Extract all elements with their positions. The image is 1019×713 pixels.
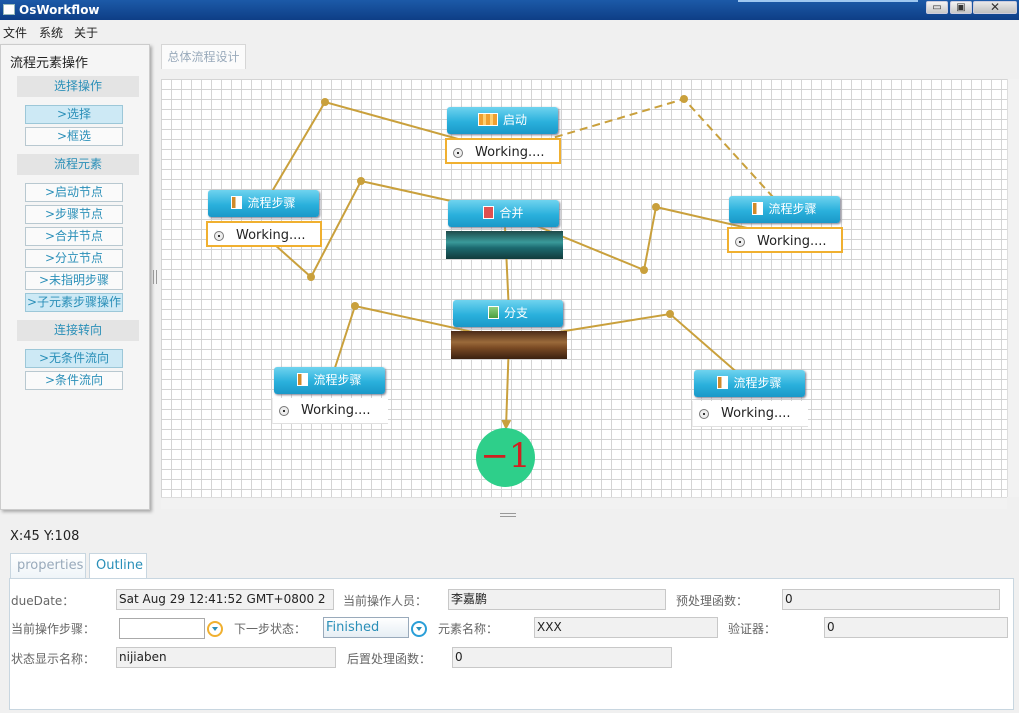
- step-node-left-status[interactable]: Working....: [206, 221, 322, 247]
- palette-title: 流程元素操作: [10, 56, 89, 71]
- palette-marquee-button[interactable]: >框选: [25, 127, 123, 146]
- next-state-dropdown-icon[interactable]: [411, 621, 427, 637]
- editor-splitter-handle[interactable]: [500, 513, 516, 517]
- palette-start-node-button[interactable]: >启动节点: [25, 183, 123, 202]
- split-node-label: 分支: [503, 306, 528, 320]
- step-node-bottom-right-status-text: Working....: [721, 406, 791, 421]
- post-func-field[interactable]: 0: [452, 647, 672, 668]
- palette-step-node-button[interactable]: >步骤节点: [25, 205, 123, 224]
- step-book-icon: [297, 373, 309, 386]
- start-node-status-text: Working....: [475, 145, 545, 160]
- step-node-bottom-left-status-text: Working....: [301, 403, 371, 418]
- split-bar: [451, 331, 567, 359]
- step-node-bottom-right[interactable]: 流程步骤: [694, 370, 805, 397]
- start-arrows-icon: [477, 113, 498, 126]
- status-radio-icon: [699, 409, 709, 419]
- due-date-field[interactable]: Sat Aug 29 12:41:52 GMT+0800 2: [116, 589, 334, 610]
- step-node-bottom-right-label: 流程步骤: [733, 376, 782, 390]
- join-node[interactable]: 合并: [448, 200, 559, 227]
- palette-join-node-button[interactable]: >合并节点: [25, 227, 123, 246]
- panel-splitter-handle[interactable]: [153, 270, 157, 284]
- step-node-right-label: 流程步骤: [768, 202, 817, 216]
- palette-sub-element-step-button[interactable]: >子元素步骤操作: [25, 293, 123, 312]
- palette-unspecified-step-button[interactable]: >未指明步骤: [25, 271, 123, 290]
- pre-func-label: 预处理函数：: [676, 594, 749, 608]
- close-button[interactable]: ✕: [973, 1, 1017, 14]
- palette-select-button[interactable]: >选择: [25, 105, 123, 124]
- section-elements-header: 流程元素: [17, 154, 139, 175]
- step-node-right-status[interactable]: Working....: [727, 227, 843, 253]
- menu-about[interactable]: 关于: [74, 26, 99, 40]
- menu-system[interactable]: 系统: [39, 26, 64, 40]
- element-name-field[interactable]: XXX: [534, 617, 718, 638]
- canvas-horizontal-scrollbar[interactable]: [161, 497, 1007, 509]
- next-state-select[interactable]: Finished: [323, 617, 409, 638]
- validator-field[interactable]: 0: [824, 617, 1008, 638]
- maximize-button[interactable]: ▣: [950, 1, 972, 14]
- window-title: OsWorkflow: [19, 3, 100, 17]
- split-node[interactable]: 分支: [453, 300, 563, 327]
- step-book-icon: [231, 196, 243, 209]
- section-connection-header: 连接转向: [17, 320, 139, 341]
- cursor-coordinates: X:45 Y:108: [10, 529, 80, 544]
- step-node-bottom-left-label: 流程步骤: [313, 373, 362, 387]
- start-node-label: 启动: [502, 113, 527, 127]
- join-node-label: 合并: [499, 206, 524, 220]
- palette-unconditional-flow-button[interactable]: >无条件流向: [25, 349, 123, 368]
- step-node-left[interactable]: 流程步骤: [208, 190, 319, 217]
- element-name-label: 元素名称：: [438, 622, 499, 636]
- step-node-right-status-text: Working....: [757, 234, 827, 249]
- tab-overall-design[interactable]: 总体流程设计: [161, 44, 246, 69]
- step-book-icon: [752, 202, 764, 215]
- step-node-left-label: 流程步骤: [247, 196, 296, 210]
- step-book-icon: [717, 376, 729, 389]
- palette-conditional-flow-button[interactable]: >条件流向: [25, 371, 123, 390]
- status-radio-icon: [735, 237, 745, 247]
- operator-label: 当前操作人员：: [343, 594, 428, 608]
- status-radio-icon: [453, 148, 463, 158]
- start-node[interactable]: 启动: [447, 107, 558, 134]
- palette-split-node-button[interactable]: >分立节点: [25, 249, 123, 268]
- status-radio-icon: [279, 406, 289, 416]
- post-func-label: 后置处理函数：: [347, 652, 432, 666]
- join-bar: [446, 231, 563, 259]
- section-select-header: 选择操作: [17, 76, 139, 97]
- tab-properties[interactable]: properties: [10, 553, 86, 579]
- app-icon: [3, 4, 15, 15]
- element-palette: 流程元素操作 选择操作 >选择 >框选 流程元素 >启动节点 >步骤节点 >合并…: [0, 44, 150, 510]
- step-node-left-status-text: Working....: [236, 228, 306, 243]
- state-name-field[interactable]: nijiaben: [116, 647, 336, 668]
- next-state-label: 下一步状态：: [234, 622, 307, 636]
- due-date-label: dueDate：: [11, 594, 75, 608]
- step-node-bottom-left-status[interactable]: Working....: [272, 398, 388, 424]
- operator-field[interactable]: 李嘉鹏: [448, 589, 666, 610]
- step-node-bottom-left[interactable]: 流程步骤: [274, 367, 385, 394]
- step-node-bottom-right-status[interactable]: Working....: [692, 401, 808, 427]
- status-radio-icon: [214, 231, 224, 241]
- workflow-canvas[interactable]: [161, 79, 1007, 497]
- menu-bar: 文件 系统 关于: [0, 20, 1019, 42]
- step-node-right[interactable]: 流程步骤: [729, 196, 840, 223]
- validator-label: 验证器：: [728, 622, 777, 636]
- pre-func-field[interactable]: 0: [782, 589, 1000, 610]
- title-bar-highlight: [738, 0, 918, 2]
- join-icon: [483, 206, 495, 219]
- current-step-field[interactable]: [119, 618, 205, 639]
- menu-file[interactable]: 文件: [3, 26, 28, 40]
- end-node[interactable]: −1: [476, 428, 535, 487]
- start-node-status[interactable]: Working....: [445, 138, 561, 164]
- title-bar: OsWorkflow ▭ ▣ ✕: [0, 0, 1019, 20]
- minimize-button[interactable]: ▭: [926, 1, 948, 14]
- current-step-label: 当前操作步骤：: [11, 622, 96, 636]
- current-step-dropdown-icon[interactable]: [207, 621, 223, 637]
- state-name-label: 状态显示名称：: [11, 652, 96, 666]
- tab-outline[interactable]: Outline: [89, 553, 147, 579]
- split-icon: [487, 306, 499, 319]
- canvas-vertical-scrollbar[interactable]: [1007, 79, 1019, 497]
